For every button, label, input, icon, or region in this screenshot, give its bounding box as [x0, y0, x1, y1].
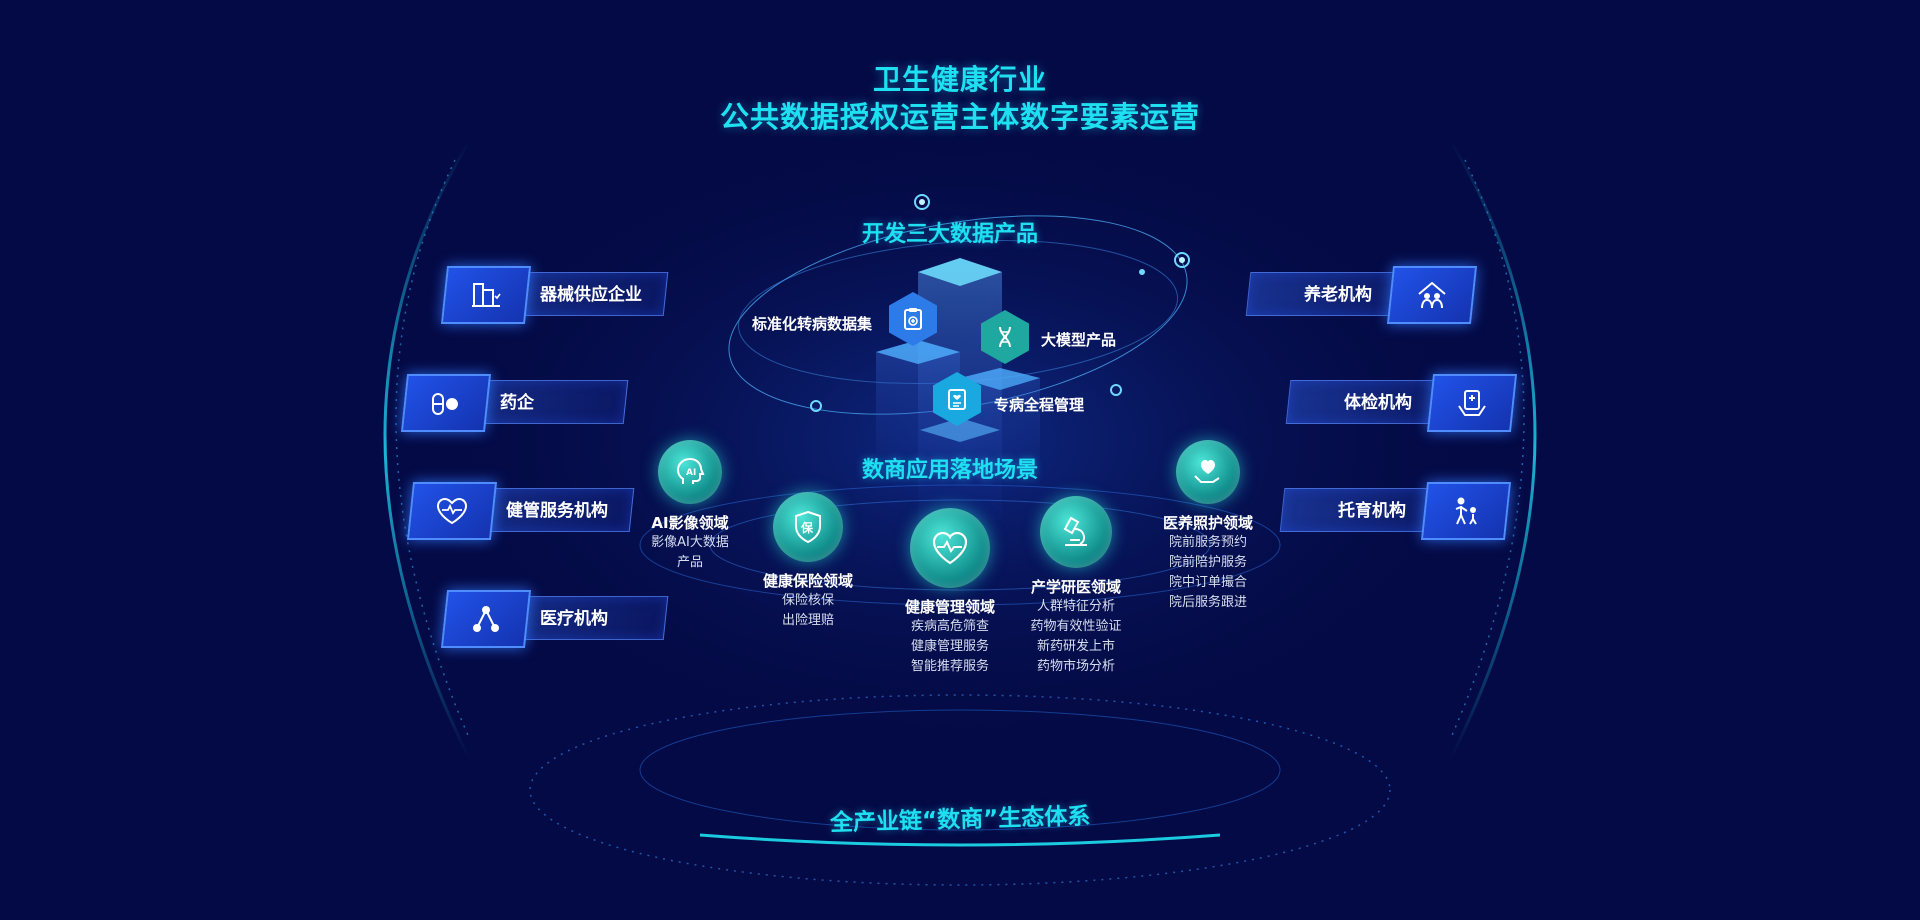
card-label: 医疗机构	[540, 609, 608, 629]
dna-icon	[999, 326, 1011, 348]
scene-title: 健康保险领域	[762, 572, 853, 590]
scenes-heading: 数商应用落地场景	[862, 458, 1039, 483]
left-card-health-service: 健管服务机构	[406, 482, 635, 540]
scene-circle	[1176, 440, 1240, 504]
scene-circle	[1040, 496, 1112, 568]
orbit-node-left	[810, 400, 822, 412]
scene-line: 人群特征分析	[1036, 599, 1115, 614]
card-icon-box	[1420, 482, 1512, 540]
bottom-ring-dotted	[529, 694, 1391, 886]
card-icon-box	[1386, 266, 1478, 324]
heart-care-icon	[436, 497, 468, 525]
scene-circle	[910, 508, 990, 588]
scene-line: 健康管理服务	[910, 639, 989, 654]
scene-line: 出险理赔	[781, 613, 834, 628]
microscope-icon	[1063, 516, 1087, 546]
scene-line: 影像AI大数据	[651, 535, 729, 550]
pill-icon	[432, 393, 458, 415]
svg-text:AI: AI	[686, 468, 696, 478]
orbit-node-top-core	[919, 199, 925, 205]
scene-line: 院后服务跟进	[1168, 595, 1247, 610]
scene-elderly-care: 医养照护领域 院前服务预约 院前陪护服务 院中订单撮合 院后服务跟进	[1148, 440, 1268, 613]
heart-pulse-icon	[932, 531, 968, 565]
scene-title: 产学研医领域	[1030, 578, 1121, 596]
card-label: 体检机构	[1344, 393, 1412, 413]
card-label: 器械供应企业	[540, 285, 642, 305]
scene-line: 药物有效性验证	[1030, 619, 1122, 634]
ai-head-icon: AI	[676, 457, 705, 484]
dome-left-arc	[383, 139, 472, 761]
orbit-node-right-core	[1179, 257, 1185, 263]
product-label-1: 标准化转病数据集	[752, 315, 873, 333]
scene-health-insurance: 保 健康保险领域 保险核保 出险理赔	[748, 492, 868, 631]
card-icon-box	[440, 590, 532, 648]
equipment-icon	[472, 283, 501, 307]
scene-line: 保险核保	[781, 593, 834, 608]
orbit-node-lower-right	[1110, 384, 1122, 396]
product-hex-3	[933, 372, 981, 426]
right-card-elderly: 养老机构	[1245, 266, 1478, 324]
svg-text:保: 保	[800, 520, 814, 535]
right-card-childcare: 托育机构	[1279, 482, 1512, 540]
scene-title: 医养照护领域	[1162, 514, 1253, 532]
scene-ai-imaging: AI AI影像领域 影像AI大数据 产品	[630, 440, 750, 573]
orbit-dot	[1139, 269, 1145, 275]
card-icon-box	[406, 482, 498, 540]
scene-line: 智能推荐服务	[910, 659, 989, 674]
scene-line: 新药研发上市	[1036, 639, 1115, 654]
bottom-ring-inner	[639, 709, 1281, 831]
title-line-2: 公共数据授权运营主体数字要素运营	[719, 100, 1200, 134]
right-card-checkup: 体检机构	[1285, 374, 1518, 432]
left-card-medical: 医疗机构	[440, 590, 669, 648]
card-icon-box	[440, 266, 532, 324]
card-label: 托育机构	[1338, 501, 1406, 521]
childcare-icon	[1455, 497, 1477, 525]
scene-title: AI影像领域	[651, 514, 729, 532]
network-nodes-icon	[473, 606, 499, 632]
checkup-icon	[1458, 390, 1486, 416]
medical-report-icon	[948, 389, 966, 410]
products-heading: 开发三大数据产品	[862, 222, 1039, 247]
scene-line: 药物市场分析	[1036, 659, 1115, 674]
orbit-node-right	[1174, 252, 1190, 268]
product-hex-1	[889, 292, 937, 346]
scene-line: 院前服务预约	[1168, 535, 1247, 550]
scene-circle: AI	[658, 440, 722, 504]
scene-industry-research: 产学研医领域 人群特征分析 药物有效性验证 新药研发上市 药物市场分析	[1016, 496, 1136, 677]
scene-line: 院前陪护服务	[1168, 555, 1247, 570]
card-icon-box	[1426, 374, 1518, 432]
card-label: 养老机构	[1304, 285, 1372, 305]
scene-line: 产品	[676, 555, 703, 570]
left-card-equipment: 器械供应企业	[440, 266, 669, 324]
left-card-pharma: 药企	[400, 374, 629, 432]
scene-circle: 保	[773, 492, 843, 562]
product-hex-2	[981, 310, 1029, 364]
dome-right-dotted	[1449, 159, 1525, 741]
title-line-1: 卫生健康行业	[872, 63, 1047, 96]
product-label-2: 大模型产品	[1041, 331, 1117, 349]
clipboard-plus-icon	[904, 308, 922, 330]
hands-heart-icon	[1194, 460, 1220, 483]
product-label-3: 专病全程管理	[994, 396, 1085, 414]
scene-line: 疾病高危筛查	[910, 619, 989, 634]
ecosystem-underline	[699, 833, 1221, 847]
scene-health-management: 健康管理领域 疾病高危筛查 健康管理服务 智能推荐服务	[890, 508, 1010, 677]
elder-home-icon	[1418, 281, 1446, 309]
scene-line: 院中订单撮合	[1168, 575, 1247, 590]
scene-title: 健康管理领域	[904, 598, 995, 616]
shield-bao-icon: 保	[795, 510, 821, 544]
card-icon-box	[400, 374, 492, 432]
ecosystem-title: 全产业链“数商”生态体系	[829, 803, 1091, 837]
dome-left-dotted	[395, 159, 471, 741]
card-label: 健管服务机构	[506, 501, 608, 521]
dome-right-arc	[1448, 139, 1537, 761]
card-label: 药企	[500, 393, 534, 413]
orbit-node-top	[914, 194, 930, 210]
